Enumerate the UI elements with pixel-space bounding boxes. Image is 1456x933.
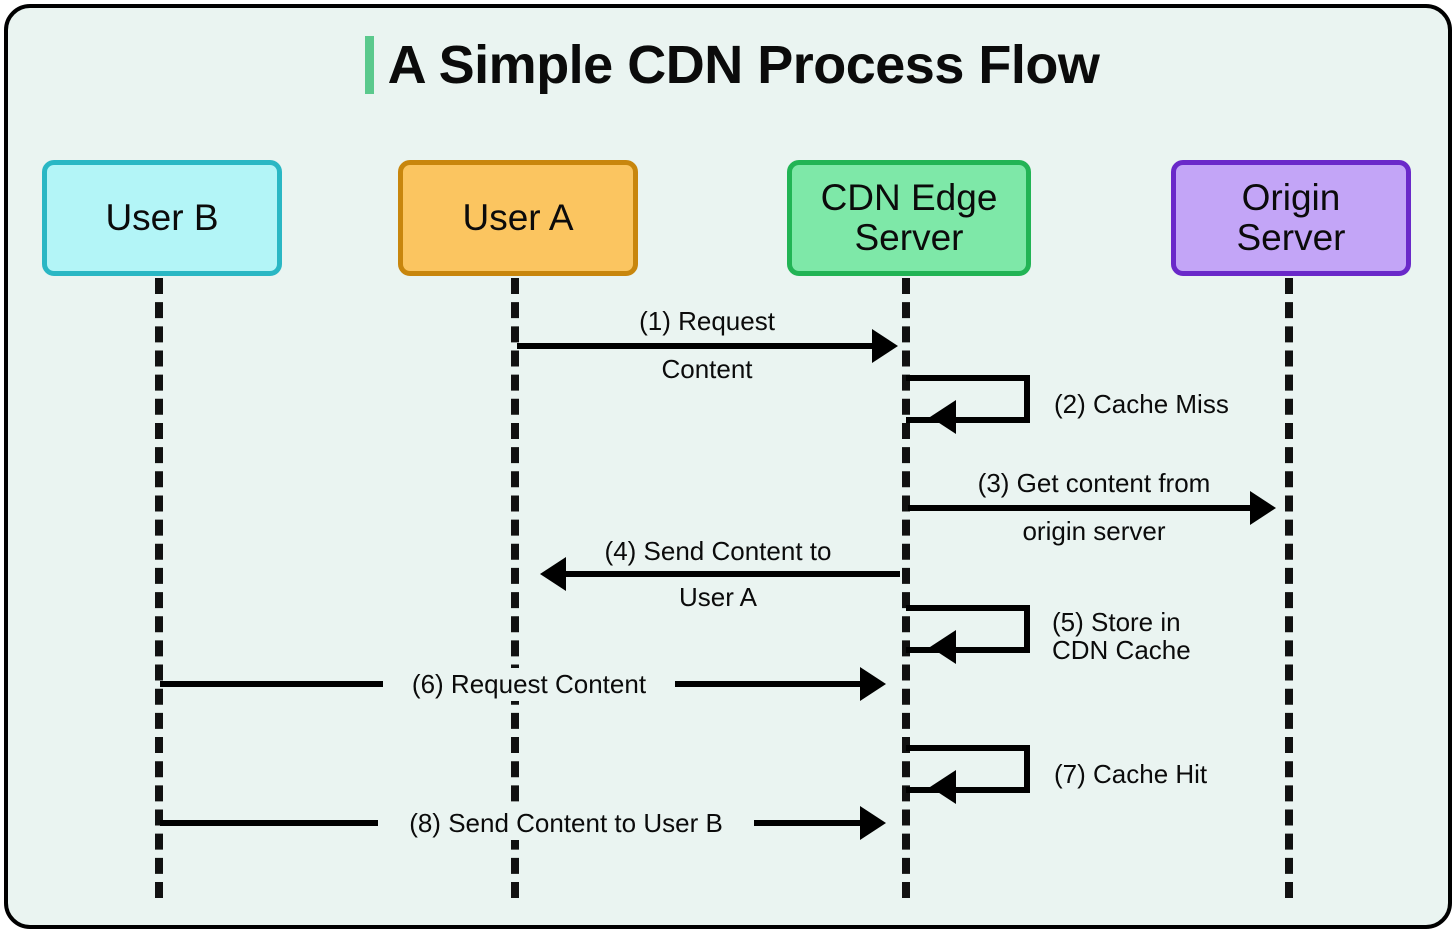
message-7-loop bbox=[906, 745, 1030, 793]
message-3-label-line2: origin server bbox=[1022, 516, 1166, 546]
diagram-frame: A Simple CDN Process Flow User B User A … bbox=[4, 4, 1452, 929]
participant-cdn-edge-server[interactable]: CDN Edge Server bbox=[787, 160, 1031, 276]
participant-cdn-edge-server-label-line2: Server bbox=[854, 217, 964, 258]
title-text: A Simple CDN Process Flow bbox=[387, 35, 1100, 95]
participant-origin-server[interactable]: Origin Server bbox=[1171, 160, 1411, 276]
participant-origin-server-label-line2: Server bbox=[1236, 217, 1346, 258]
message-2-arrowhead bbox=[930, 400, 956, 434]
message-3-label-line1: (3) Get content from bbox=[977, 468, 1211, 498]
participant-user-a-label: User A bbox=[462, 197, 574, 239]
lifeline-origin-server bbox=[1285, 278, 1293, 898]
message-1-label-line2: Content bbox=[661, 354, 753, 384]
message-4-arrowhead bbox=[540, 557, 566, 591]
message-4-line bbox=[564, 571, 900, 577]
message-4-label-line2: User A bbox=[678, 582, 758, 612]
message-8-arrowhead bbox=[860, 806, 886, 840]
message-3-line bbox=[908, 505, 1256, 511]
message-1-arrowhead bbox=[872, 329, 898, 363]
participant-cdn-edge-server-label-line1: CDN Edge bbox=[820, 177, 998, 219]
lifeline-cdn-edge-server bbox=[902, 278, 910, 898]
lifeline-user-a bbox=[511, 278, 519, 898]
message-4-label-line1: (4) Send Content to bbox=[604, 536, 832, 566]
message-5-loop bbox=[906, 605, 1030, 653]
participant-origin-server-label-line1: Origin bbox=[1241, 177, 1341, 219]
message-7-arrowhead bbox=[930, 770, 956, 804]
message-6-label: (6) Request Content bbox=[383, 668, 675, 702]
message-5-label-line1: (5) Store in bbox=[1052, 607, 1181, 637]
page-title: A Simple CDN Process Flow bbox=[8, 36, 1456, 94]
message-7-label: (7) Cache Hit bbox=[1054, 759, 1208, 789]
participant-user-a[interactable]: User A bbox=[398, 160, 638, 276]
message-2-label: (2) Cache Miss bbox=[1054, 389, 1229, 419]
participant-user-b-label: User B bbox=[105, 197, 219, 239]
message-8-label: (8) Send Content to User B bbox=[378, 807, 754, 841]
message-1-line bbox=[517, 343, 879, 349]
message-6-arrowhead bbox=[860, 667, 886, 701]
lifeline-user-b bbox=[155, 278, 163, 898]
message-1-label-line1: (1) Request bbox=[639, 306, 775, 336]
message-3-arrowhead bbox=[1250, 491, 1276, 525]
message-5-label-line2: CDN Cache bbox=[1052, 635, 1191, 665]
message-5-arrowhead bbox=[930, 630, 956, 664]
participant-user-b[interactable]: User B bbox=[42, 160, 282, 276]
message-2-loop bbox=[906, 375, 1030, 423]
title-accent-bar bbox=[364, 36, 374, 94]
